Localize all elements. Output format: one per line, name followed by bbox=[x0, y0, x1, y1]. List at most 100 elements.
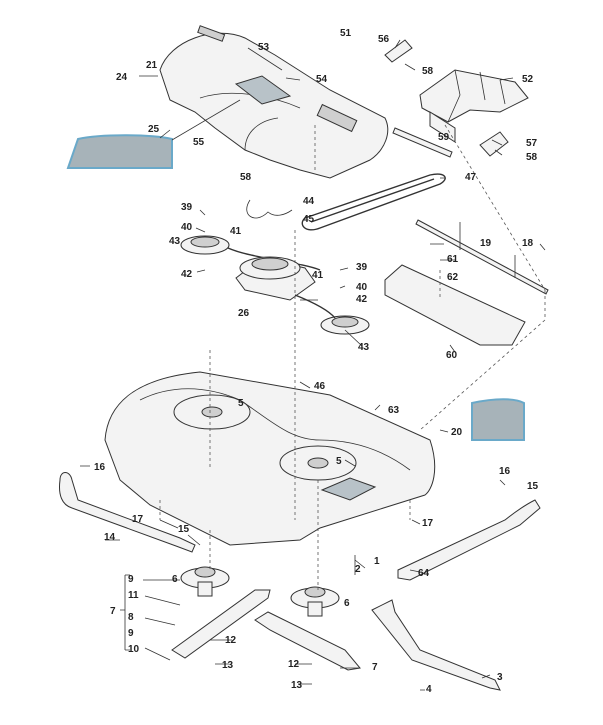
callout-label: 6 bbox=[172, 574, 178, 585]
deck-cover bbox=[159, 25, 389, 179]
spindle-right bbox=[290, 586, 340, 617]
callout-17: 17 bbox=[422, 518, 434, 529]
callout-label: 60 bbox=[446, 350, 458, 361]
callout-60: 60 bbox=[446, 350, 458, 361]
callout-40: 40 bbox=[181, 222, 193, 233]
callout-18: 18 bbox=[522, 238, 534, 249]
callout-40: 40 bbox=[356, 282, 368, 293]
callout-39: 39 bbox=[356, 262, 368, 273]
callout-47: 47 bbox=[465, 172, 477, 183]
callout-5: 5 bbox=[336, 456, 342, 467]
callout-label: 8 bbox=[128, 612, 134, 623]
callout-label: 7 bbox=[372, 662, 378, 673]
callout-5: 5 bbox=[238, 398, 244, 409]
callout-label: 41 bbox=[230, 226, 242, 237]
callout-label: 39 bbox=[356, 262, 368, 273]
callout-42: 42 bbox=[181, 269, 193, 280]
callout-9: 9 bbox=[128, 574, 134, 585]
callout-39: 39 bbox=[181, 202, 193, 213]
callout-label: 10 bbox=[128, 644, 140, 655]
callout-42: 42 bbox=[356, 294, 368, 305]
callout-label: 15 bbox=[527, 481, 539, 492]
callout-64: 64 bbox=[418, 568, 430, 579]
callout-label: 25 bbox=[148, 124, 160, 135]
spring bbox=[246, 199, 293, 219]
decal-sheet bbox=[66, 134, 173, 169]
callout-label: 40 bbox=[356, 282, 368, 293]
callout-label: 59 bbox=[438, 132, 450, 143]
callout-46: 46 bbox=[314, 381, 326, 392]
callout-label: 13 bbox=[222, 660, 234, 671]
shield-plate bbox=[384, 264, 526, 346]
callout-16: 16 bbox=[94, 462, 106, 473]
callout-label: 19 bbox=[480, 238, 492, 249]
callout-label: 61 bbox=[447, 254, 459, 265]
callout-label: 4 bbox=[426, 684, 432, 695]
callout-label: 5 bbox=[336, 456, 342, 467]
callout-58: 58 bbox=[422, 66, 434, 77]
callout-label: 13 bbox=[291, 680, 303, 691]
callout-label: 12 bbox=[225, 635, 237, 646]
callout-15: 15 bbox=[178, 524, 190, 535]
mower-deck bbox=[104, 371, 436, 546]
callout-9: 9 bbox=[128, 628, 134, 639]
callout-52: 52 bbox=[522, 74, 534, 85]
callout-label: 26 bbox=[238, 308, 250, 319]
callout-13: 13 bbox=[291, 680, 303, 691]
callout-label: 47 bbox=[465, 172, 477, 183]
callout-label: 54 bbox=[316, 74, 328, 85]
callout-14: 14 bbox=[104, 532, 116, 543]
callout-10: 10 bbox=[128, 644, 140, 655]
callout-label: 39 bbox=[181, 202, 193, 213]
callout-label: 58 bbox=[422, 66, 434, 77]
callout-label: 63 bbox=[388, 405, 400, 416]
arm bbox=[371, 599, 501, 691]
callout-8: 8 bbox=[128, 612, 134, 623]
callout-21: 21 bbox=[146, 60, 158, 71]
callout-label: 16 bbox=[499, 466, 511, 477]
callout-63: 63 bbox=[388, 405, 400, 416]
callout-7: 7 bbox=[110, 606, 116, 617]
callout-label: 15 bbox=[178, 524, 190, 535]
callout-1: 1 bbox=[374, 556, 380, 567]
callout-label: 46 bbox=[314, 381, 326, 392]
callout-label: 2 bbox=[355, 564, 361, 575]
main-pulley bbox=[235, 256, 316, 301]
callout-17: 17 bbox=[132, 514, 144, 525]
blade-left bbox=[171, 589, 271, 659]
callout-44: 44 bbox=[303, 196, 315, 207]
callout-label: 53 bbox=[258, 42, 270, 53]
blade-right bbox=[254, 611, 361, 671]
callout-24: 24 bbox=[116, 72, 128, 83]
callout-label: 42 bbox=[356, 294, 368, 305]
callout-43: 43 bbox=[169, 236, 181, 247]
callout-label: 16 bbox=[94, 462, 106, 473]
callout-label: 42 bbox=[181, 269, 193, 280]
bar-left bbox=[59, 472, 196, 553]
callout-label: 7 bbox=[110, 606, 116, 617]
callout-label: 52 bbox=[522, 74, 534, 85]
callout-58: 58 bbox=[526, 152, 538, 163]
callout-label: 6 bbox=[344, 598, 350, 609]
callout-label: 18 bbox=[522, 238, 534, 249]
callout-45: 45 bbox=[303, 214, 315, 225]
cover-decal bbox=[234, 75, 292, 105]
callout-16: 16 bbox=[499, 466, 511, 477]
callout-label: 56 bbox=[378, 34, 390, 45]
callout-51: 51 bbox=[340, 28, 352, 39]
spindle-left bbox=[180, 566, 230, 597]
callout-6: 6 bbox=[344, 598, 350, 609]
callout-label: 17 bbox=[132, 514, 144, 525]
callout-label: 21 bbox=[146, 60, 158, 71]
callout-20: 20 bbox=[451, 427, 463, 438]
callout-43: 43 bbox=[358, 342, 370, 353]
callout-label: 41 bbox=[312, 270, 324, 281]
callout-56: 56 bbox=[378, 34, 390, 45]
callout-label: 44 bbox=[303, 196, 315, 207]
callout-label: 24 bbox=[116, 72, 128, 83]
callout-61: 61 bbox=[447, 254, 459, 265]
callout-25: 25 bbox=[148, 124, 160, 135]
pulley-left bbox=[180, 235, 230, 255]
callout-4: 4 bbox=[426, 684, 432, 695]
